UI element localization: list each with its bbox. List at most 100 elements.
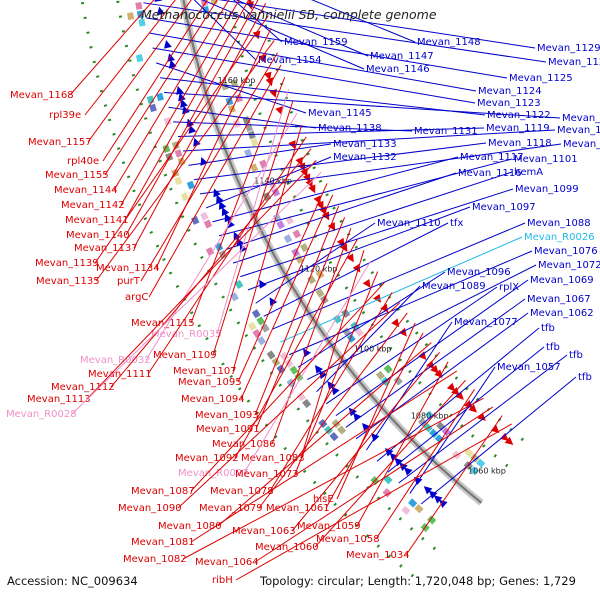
gene-label-mevan_1088: Mevan_1088	[527, 218, 591, 229]
scale-label: 1100 kbp	[354, 345, 392, 354]
gene-label-mevan_1142: Mevan_1142	[61, 200, 125, 211]
gene-label-mevan_1076: Mevan_1076	[534, 246, 598, 257]
gene-label-mevan_1111: Mevan_1111	[88, 369, 152, 380]
gene-label-mevan_1107: Mevan_1107	[173, 366, 237, 377]
gene-block	[331, 418, 341, 429]
forward-gene-arrow	[154, 0, 163, 2]
gene-label-mevan_1132: Mevan_1132	[333, 152, 397, 163]
gene-label-mevan_1073: Mevan_1073	[235, 469, 299, 480]
gene-label-mevan_1082: Mevan_1082	[123, 554, 187, 565]
gene-label-rpl39e: rpl39e	[49, 110, 81, 121]
leader-line	[237, 183, 328, 383]
gene-label-mevan_1146: Mevan_1146	[366, 64, 430, 75]
gene-label-mevan_1141: Mevan_1141	[65, 215, 129, 226]
gene-block	[205, 246, 215, 256]
gene-label-mevan_1060: Mevan_1060	[255, 542, 319, 553]
leader-line	[124, 0, 250, 221]
gene-block	[302, 398, 312, 409]
gene-label-mevan_1081: Mevan_1081	[131, 537, 195, 548]
gene-label-mevan_r0035: Mevan_R0035	[151, 329, 222, 340]
forward-gene-arrow	[219, 200, 227, 210]
gene-block	[296, 392, 306, 402]
gene-block	[156, 92, 164, 102]
forward-gene-arrow	[353, 412, 362, 422]
leader-line	[254, 205, 340, 416]
leader-line	[218, 158, 513, 237]
leader-line	[194, 142, 487, 181]
leader-line	[420, 376, 577, 505]
gene-label-mevan_1077: Mevan_1077	[454, 317, 518, 328]
reverse-gene-arrow	[302, 173, 311, 183]
gene-label-mevan_1118: Mevan_1118	[488, 138, 552, 149]
gene-label-mevan_1057: Mevan_1057	[497, 362, 561, 373]
leader-line	[177, 302, 400, 509]
leader-line	[365, 321, 453, 451]
gene-label-mevan_1155: Mevan_1155	[45, 170, 109, 181]
gene-label-tfx: tfx	[450, 218, 463, 229]
gene-label-mevan_1124: Mevan_1124	[478, 86, 542, 97]
reverse-gene-arrow	[455, 391, 464, 400]
gene-block	[180, 192, 190, 202]
gene-block	[126, 12, 135, 21]
leader-line	[297, 271, 446, 368]
gene-block	[163, 117, 172, 126]
leader-line	[314, 379, 466, 548]
gene-label-mevan_1135: Mevan_1135	[36, 276, 100, 287]
gene-label-argc: argC	[125, 292, 148, 303]
gene-block	[346, 333, 356, 343]
genome-backbone	[182, 0, 483, 504]
gene-label-mevan_1090: Mevan_1090	[118, 503, 182, 514]
leader-line	[271, 228, 352, 445]
gene-block	[464, 448, 474, 458]
reverse-gene-arrow	[352, 263, 361, 273]
reverse-gene-arrow	[426, 360, 435, 370]
reverse-gene-arrow	[265, 77, 274, 87]
gene-block	[271, 187, 281, 197]
leader-line	[316, 285, 421, 393]
gene-label-mevan_1099: Mevan_1099	[515, 184, 579, 195]
gene-block	[135, 1, 143, 10]
gene-block	[283, 234, 293, 244]
gene-block	[235, 94, 243, 103]
leader-line	[217, 342, 432, 527]
leader-line	[143, 2, 547, 63]
reverse-gene-arrow	[327, 222, 336, 231]
gene-block	[244, 148, 253, 158]
gene-block	[136, 10, 144, 19]
forward-gene-arrow	[394, 457, 403, 467]
gene-block	[294, 372, 304, 382]
gene-block	[329, 431, 339, 442]
gene-label-mevan_1069: Mevan_1069	[530, 275, 594, 286]
gene-block	[279, 351, 289, 361]
gene-block	[149, 103, 157, 113]
reverse-gene-arrow	[446, 382, 456, 392]
leader-line	[225, 172, 457, 250]
gene-block	[382, 488, 392, 498]
leader-line	[306, 264, 537, 381]
map-title: Methanococcus vannielii SB, complete gen…	[141, 7, 437, 22]
gene-label-mevan_1061: Mevan_1061	[266, 503, 330, 514]
forward-gene-arrow	[389, 452, 399, 462]
reverse-gene-arrow	[252, 30, 261, 40]
gene-label-mevan_1086: Mevan_1086	[212, 439, 276, 450]
leader-line	[183, 129, 556, 152]
leader-line	[95, 40, 275, 282]
forward-gene-arrow	[438, 499, 448, 508]
reverse-gene-arrow	[468, 404, 477, 413]
forward-gene-arrow	[200, 156, 208, 166]
leader-line	[159, 77, 486, 116]
gene-label-tfb: tfb	[541, 323, 555, 334]
forward-gene-arrow	[176, 86, 184, 95]
forward-gene-arrow	[314, 364, 323, 374]
leader-line	[232, 125, 303, 372]
leader-line	[356, 361, 449, 527]
gene-label-mevan_1119: Mevan_1119	[486, 123, 550, 134]
gene-label-mevan_1154: Mevan_1154	[258, 55, 322, 66]
leader-line	[325, 286, 498, 405]
leader-line	[232, 171, 513, 264]
gene-label-mevan_1140: Mevan_1140	[66, 230, 130, 241]
forward-gene-arrow	[423, 486, 433, 495]
gene-label-mevan_1067: Mevan_1067	[527, 294, 591, 305]
gene-label-mevan_1157: Mevan_1157	[28, 137, 92, 148]
